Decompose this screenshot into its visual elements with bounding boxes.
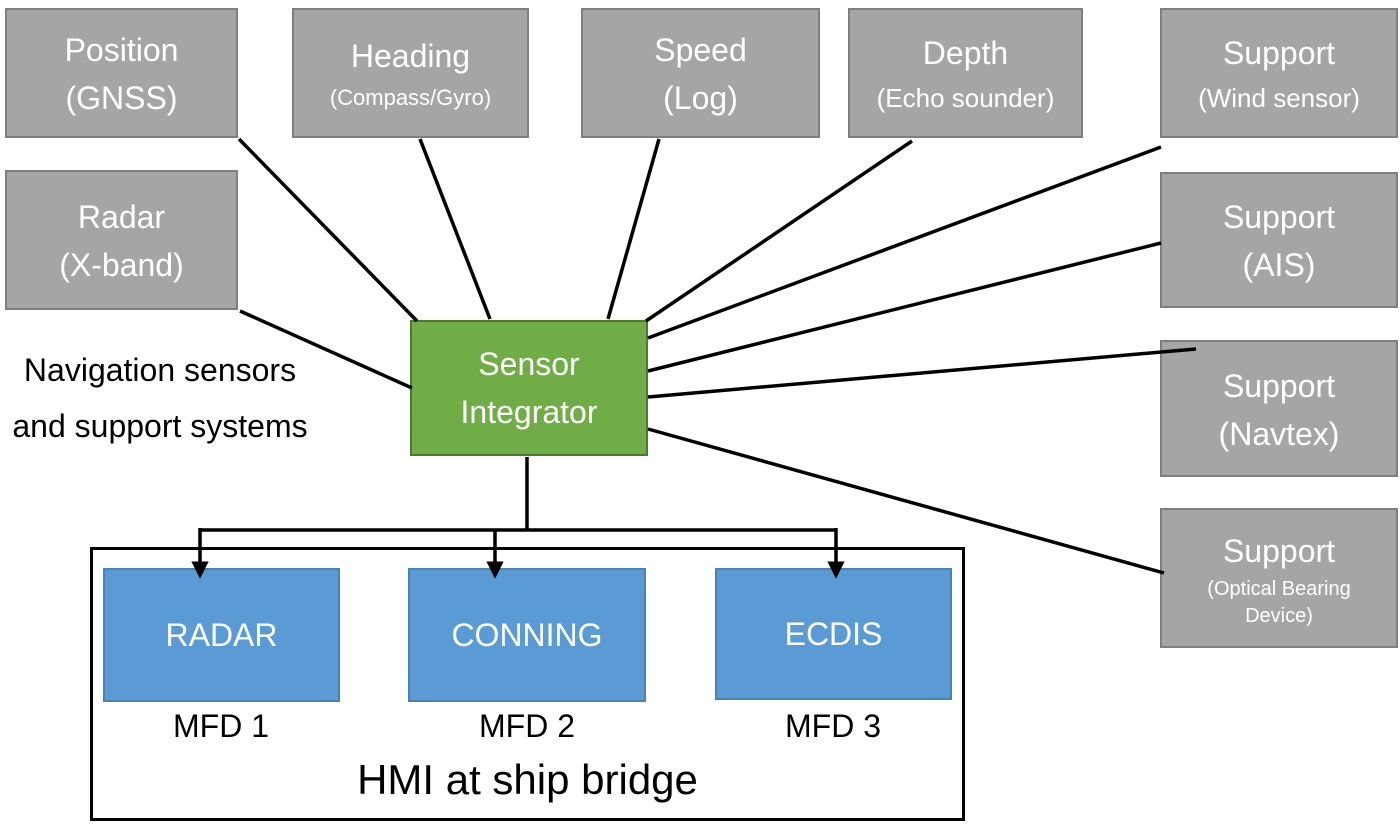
node-position-gnss: Position (GNSS) [5, 8, 238, 138]
display-label: CONNING [451, 616, 603, 653]
node-title: Support [1222, 199, 1336, 235]
connector-depth-to-sensor_integrator [645, 139, 913, 323]
node-title: Heading [350, 38, 471, 74]
node-title: Sensor Integrator [460, 346, 598, 430]
node-subtitle: (GNSS) [65, 80, 178, 116]
connector-support_ais-to-sensor_integrator [647, 241, 1162, 373]
hmi-bridge-box [90, 547, 965, 821]
node-sensor-integrator: Sensor Integrator [410, 320, 648, 456]
node-title: Support [1222, 367, 1336, 404]
node-subtitle: (Navtex) [1218, 415, 1340, 452]
mfd3-label: MFD 3 [785, 708, 881, 744]
node-subtitle: (X-band) [59, 247, 184, 283]
node-speed-log: Speed (Log) [581, 8, 820, 138]
node-support-wind-sensor: Support (Wind sensor) [1160, 8, 1398, 138]
hmi-bridge-label: HMI at ship bridge [357, 756, 698, 803]
node-title: Radar [77, 199, 166, 235]
display-ecdis: ECDIS [715, 568, 952, 700]
node-depth-echo-sounder: Depth (Echo sounder) [848, 8, 1083, 138]
node-title: Support [1222, 35, 1336, 71]
display-conning: CONNING [408, 568, 646, 702]
node-title: Support [1222, 533, 1336, 569]
mfd2-label: MFD 2 [479, 708, 575, 744]
connector-speed-to-sensor_integrator [606, 138, 661, 320]
display-label: ECDIS [784, 615, 883, 652]
node-title: Position [64, 32, 179, 68]
node-title: Speed [654, 32, 747, 68]
node-subtitle: (Log) [663, 80, 738, 116]
node-title: Depth [922, 35, 1009, 71]
node-subtitle: (Optical Bearing Device) [1207, 578, 1351, 627]
node-subtitle: (Wind sensor) [1198, 83, 1360, 113]
node-subtitle: (Echo sounder) [876, 83, 1055, 113]
node-support-navtex: Support (Navtex) [1160, 340, 1398, 477]
node-radar-xband: Radar (X-band) [5, 170, 238, 310]
display-label: RADAR [165, 616, 278, 653]
connector-position-to-sensor_integrator [237, 137, 419, 323]
node-subtitle: (AIS) [1242, 247, 1316, 283]
connector-heading-to-sensor_integrator [418, 138, 492, 320]
display-radar: RADAR [103, 568, 340, 702]
connector-support_navtex-to-sensor_integrator [647, 347, 1197, 399]
node-heading-compass-gyro: Heading (Compass/Gyro) [292, 8, 529, 138]
node-support-optical-bearing-device: Support (Optical Bearing Device) [1160, 508, 1398, 648]
mfd1-label: MFD 1 [173, 708, 269, 744]
node-support-ais: Support (AIS) [1160, 172, 1398, 308]
caption-navigation-sensors: Navigation sensors and support systems [12, 352, 308, 444]
connector-support_wind-to-sensor_integrator [647, 145, 1162, 340]
node-subtitle: (Compass/Gyro) [329, 85, 492, 110]
